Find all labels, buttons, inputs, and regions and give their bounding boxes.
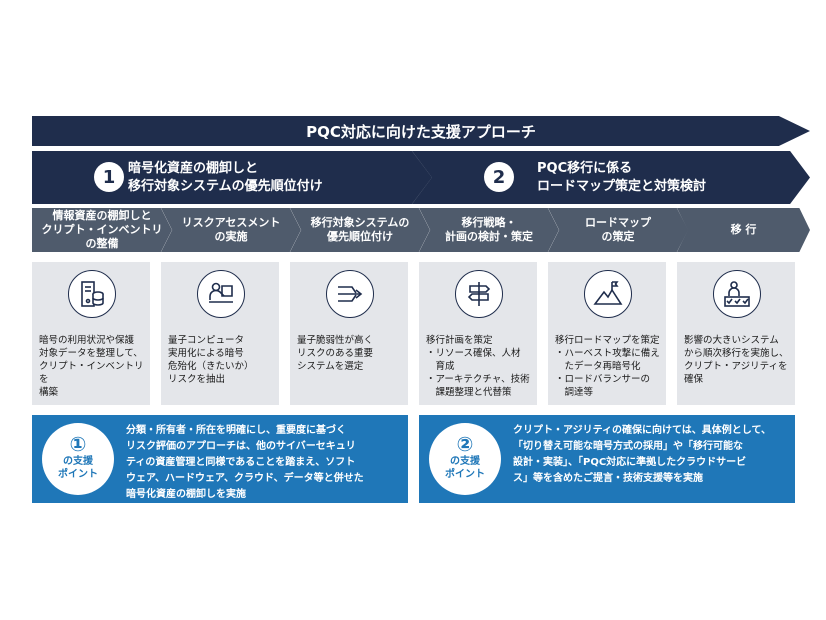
card-roadmap: 移行ロードマップを策定 ・ハーベスト攻撃に備え たデータ再暗号化 ・ロードバラン… (548, 262, 666, 405)
person-laptop-icon (197, 270, 245, 318)
step-roadmap: ロードマップ の策定 (548, 208, 688, 252)
phase-1-label: 暗号化資産の棚卸しと 移行対象システムの優先順位付け (128, 160, 323, 194)
step-migration: 移 行 (677, 208, 810, 252)
server-database-icon (68, 270, 116, 318)
card-text: 暗号の利用状況や保護 対象データを整理して、 クリプト・インベントリを 構築 (39, 335, 144, 398)
mountain-flag-icon (584, 270, 632, 318)
step-prioritization: 移行対象システムの 優先順位付け (290, 208, 430, 252)
step-label: ロードマップ の策定 (585, 216, 651, 243)
phase-2-banner: 2 PQC移行に係る ロードマップ策定と対策検討 (412, 151, 810, 204)
phase-2-number: 2 (484, 162, 514, 192)
step-label: 移 行 (730, 223, 757, 236)
card-migration-strategy: 移行計画を策定 ・リソース確保、人材 育成 ・アーキテクチャ、技術 課題整理と代… (419, 262, 537, 405)
support-number: ② (456, 432, 474, 456)
card-text: 量子脆弱性が高く リスクのある重要 システムを選定 (297, 335, 374, 372)
step-inventory: 情報資産の棚卸しと クリプト・インベントリ の整備 (32, 208, 172, 252)
person-checklist-icon (713, 270, 761, 318)
arrows-right-icon (326, 270, 374, 318)
support-point-1: ① の支援 ポイント 分類・所有者・所在を明確にし、重要度に基づく リスク評価の… (32, 415, 408, 503)
step-label: 移行戦略・ 計画の検討・策定 (445, 216, 533, 243)
step-migration-strategy: 移行戦略・ 計画の検討・策定 (419, 208, 559, 252)
step-label: 移行対象システムの 優先順位付け (310, 216, 410, 243)
card-text: 量子コンピュータ 実用化による暗号 危殆化（きたいか） リスクを抽出 (168, 335, 254, 385)
phase-2-label: PQC移行に係る ロードマップ策定と対策検討 (537, 160, 707, 194)
card-migration: 影響の大きいシステム から順次移行を実施し、 クリプト・アジリティを 確保 (677, 262, 795, 405)
signpost-icon (455, 270, 503, 318)
step-label: 情報資産の棚卸しと クリプト・インベントリ の整備 (41, 209, 163, 250)
support-number: ① (69, 432, 87, 456)
support-text: クリプト・アジリティの確保に向けては、具体例として、 「切り替え可能な暗号方式の… (513, 425, 771, 484)
support-label: の支援 ポイント (58, 456, 98, 480)
support-point-1-badge: ① の支援 ポイント (42, 423, 114, 495)
step-label: リスクアセスメント の実施 (181, 216, 281, 243)
approach-title-banner: PQC対応に向けた支援アプローチ (32, 116, 810, 146)
support-text: 分類・所有者・所在を明確にし、重要度に基づく リスク評価のアプローチは、他のサイ… (126, 425, 364, 500)
card-inventory: 暗号の利用状況や保護 対象データを整理して、 クリプト・インベントリを 構築 (32, 262, 150, 405)
card-text: 移行計画を策定 ・リソース確保、人材 育成 ・アーキテクチャ、技術 課題整理と代… (426, 335, 530, 398)
step-risk-assessment: リスクアセスメント の実施 (161, 208, 301, 252)
support-point-2: ② の支援 ポイント クリプト・アジリティの確保に向けては、具体例として、 「切… (419, 415, 795, 503)
card-risk-assessment: 量子コンピュータ 実用化による暗号 危殆化（きたいか） リスクを抽出 (161, 262, 279, 405)
support-label: の支援 ポイント (445, 456, 485, 480)
support-point-2-badge: ② の支援 ポイント (429, 423, 501, 495)
card-text: 影響の大きいシステム から順次移行を実施し、 クリプト・アジリティを 確保 (684, 335, 789, 385)
phase-1-number: 1 (94, 162, 124, 192)
approach-title: PQC対応に向けた支援アプローチ (306, 122, 536, 141)
phase-1-banner: 1 暗号化資産の棚卸しと 移行対象システムの優先順位付け (32, 151, 432, 204)
card-text: 移行ロードマップを策定 ・ハーベスト攻撃に備え たデータ再暗号化 ・ロードバラン… (555, 335, 660, 398)
card-prioritization: 量子脆弱性が高く リスクのある重要 システムを選定 (290, 262, 408, 405)
